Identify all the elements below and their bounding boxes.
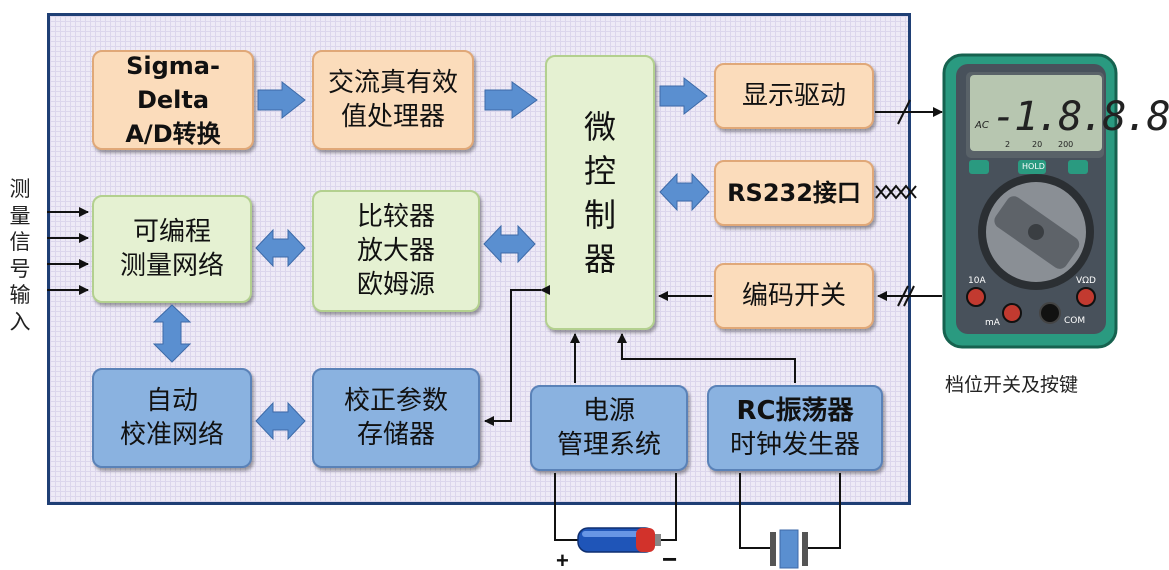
rs232-twisted-pair bbox=[875, 184, 917, 200]
bus-slash-encoder-2 bbox=[903, 285, 915, 307]
encoder-switch-box: 编码开关 bbox=[714, 263, 874, 329]
auto-calibration-line-1: 自动 bbox=[145, 386, 198, 416]
comparator-line-1: 比较器 bbox=[356, 202, 435, 232]
arrow-adc-to-rms bbox=[257, 80, 306, 120]
ac-rms-line-1: 交流真有效 bbox=[327, 68, 458, 98]
calib-storage-line-1: 校正参数 bbox=[343, 386, 448, 416]
crystal-icon bbox=[770, 529, 808, 569]
sigma-delta-adc-box: Sigma-Delta A/D转换 bbox=[92, 50, 254, 150]
bus-slash-display bbox=[897, 99, 911, 125]
mcu-char-1: 微 bbox=[583, 107, 616, 146]
arrow-network-calibration bbox=[152, 304, 192, 363]
arrow-rms-to-mcu bbox=[484, 81, 538, 119]
meter-jack-label-com: COM bbox=[1064, 316, 1086, 326]
arrow-network-comparator bbox=[255, 228, 306, 268]
display-driver-label: 显示驱动 bbox=[741, 81, 846, 111]
rc-oscillator-line-2: 时钟发生器 bbox=[729, 430, 860, 460]
line-clock-to-mcu bbox=[617, 333, 796, 383]
sigma-delta-line-1: Sigma-Delta bbox=[126, 52, 220, 114]
side-char-6: 入 bbox=[9, 309, 31, 334]
mcu-char-4: 器 bbox=[583, 239, 616, 278]
battery-icon bbox=[577, 527, 661, 553]
comparator-amplifier-box: 比较器 放大器 欧姆源 bbox=[312, 190, 480, 312]
meter-scale-mark-3: 200 bbox=[1058, 140, 1074, 149]
line-mcu-storage bbox=[484, 285, 550, 426]
side-char-1: 测 bbox=[9, 177, 31, 201]
rc-oscillator-line-1: RC振荡器 bbox=[736, 396, 854, 426]
calibration-storage-box: 校正参数 存储器 bbox=[312, 368, 480, 468]
power-management-box: 电源 管理系统 bbox=[530, 385, 688, 471]
bus-slash-encoder bbox=[897, 285, 909, 307]
meter-scale-mark-1: 2 bbox=[1005, 140, 1011, 149]
auto-calibration-box: 自动 校准网络 bbox=[92, 368, 252, 468]
programmable-network-line-1: 可编程 bbox=[132, 217, 211, 247]
rc-oscillator-box: RC振荡器 时钟发生器 bbox=[707, 385, 883, 471]
meter-scale-mark-2: 20 bbox=[1032, 140, 1043, 149]
meter-hold-button-label: HOLD bbox=[1022, 162, 1045, 171]
encoder-switch-label: 编码开关 bbox=[741, 281, 846, 311]
measurement-signal-input-label: 测 量 信 号 输 入 bbox=[6, 176, 34, 335]
side-char-2: 量 bbox=[9, 203, 31, 228]
comparator-line-3: 欧姆源 bbox=[356, 270, 435, 300]
comparator-line-2: 放大器 bbox=[356, 236, 435, 266]
battery-plus-sign: + bbox=[556, 548, 569, 570]
display-driver-box: 显示驱动 bbox=[714, 63, 874, 129]
range-switch-caption: 档位开关及按键 bbox=[945, 374, 1079, 396]
meter-lcd-display bbox=[970, 75, 1102, 151]
calib-storage-line-2: 存储器 bbox=[356, 420, 435, 450]
sigma-delta-line-2: A/D转换 bbox=[125, 120, 221, 148]
arrow-mcu-rs232 bbox=[659, 172, 710, 212]
power-mgmt-line-1: 电源 bbox=[582, 396, 635, 426]
microcontroller-box: 微 控 制 器 bbox=[545, 55, 655, 330]
side-char-5: 输 bbox=[9, 283, 31, 307]
crystal-wire bbox=[739, 473, 841, 549]
rs232-label: RS232接口 bbox=[727, 179, 861, 207]
ac-rms-processor-box: 交流真有效 值处理器 bbox=[312, 50, 474, 150]
meter-jack-label-10a: 10A bbox=[968, 276, 986, 286]
meter-jack-label-ma: mA bbox=[985, 318, 1000, 328]
auto-calibration-line-2: 校准网络 bbox=[119, 420, 224, 450]
programmable-network-line-2: 测量网络 bbox=[119, 251, 224, 281]
power-mgmt-line-2: 管理系统 bbox=[556, 430, 661, 460]
meter-lcd-reading: -1.8.8.8 bbox=[992, 94, 1169, 140]
battery-minus-sign: − bbox=[662, 544, 677, 570]
meter-jack-label-vod: VΩD bbox=[1076, 276, 1096, 286]
rs232-interface-box: RS232接口 bbox=[714, 160, 874, 226]
mcu-char-2: 控 bbox=[583, 151, 616, 190]
arrow-mcu-to-display bbox=[659, 76, 708, 116]
connections-layer: + − bbox=[47, 53, 1118, 570]
battery-wire bbox=[554, 473, 677, 541]
side-char-3: 信 bbox=[9, 230, 31, 254]
arrow-calibration-storage bbox=[255, 401, 306, 441]
ac-rms-line-2: 值处理器 bbox=[340, 102, 445, 132]
arrow-comparator-mcu bbox=[483, 224, 536, 264]
side-char-4: 号 bbox=[9, 256, 31, 281]
meter-lcd-mode: AC bbox=[975, 120, 989, 131]
mcu-char-3: 制 bbox=[583, 195, 616, 234]
programmable-network-box: 可编程 测量网络 bbox=[92, 195, 252, 303]
